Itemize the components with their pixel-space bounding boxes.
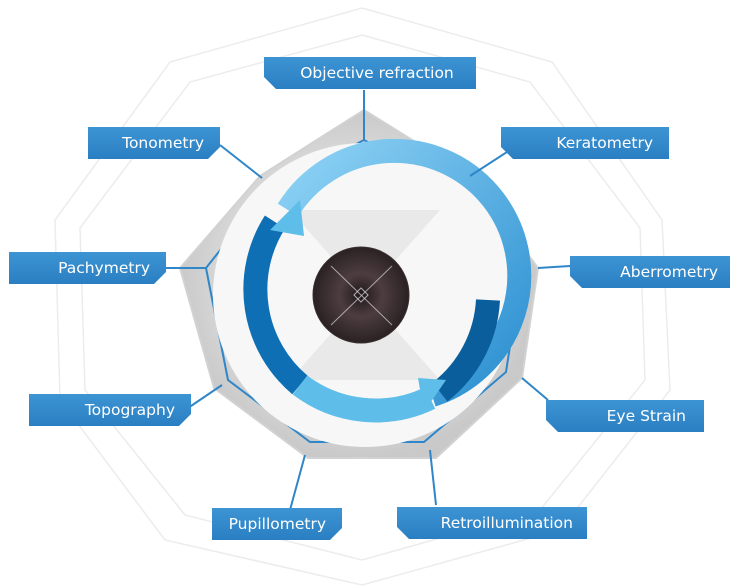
label-retroillumination: Retroillumination — [397, 507, 587, 539]
label-aberrometry-text: Aberrometry — [620, 263, 718, 281]
label-objective-refraction: Objective refraction — [264, 57, 476, 89]
background-web — [54, 7, 671, 586]
label-pachymetry-text: Pachymetry — [58, 259, 150, 277]
eye-icon — [312, 246, 410, 344]
label-keratometry: Keratometry — [501, 127, 669, 159]
label-pupillometry: Pupillometry — [212, 508, 342, 540]
label-keratometry-text: Keratometry — [556, 134, 653, 152]
label-tonometry: Tonometry — [88, 127, 220, 159]
circular-arrows-icon — [243, 138, 532, 423]
label-topography: Topography — [29, 394, 191, 426]
label-pupillometry-text: Pupillometry — [228, 515, 326, 533]
label-eye-strain-text: Eye Strain — [606, 407, 686, 425]
label-retroillumination-text: Retroillumination — [440, 514, 573, 532]
label-topography-text: Topography — [84, 401, 175, 419]
label-objective-refraction-text: Objective refraction — [300, 64, 454, 82]
label-eye-strain: Eye Strain — [546, 400, 704, 432]
connectors — [166, 90, 571, 511]
label-pachymetry: Pachymetry — [9, 252, 166, 284]
label-tonometry-text: Tonometry — [122, 134, 204, 152]
label-aberrometry: Aberrometry — [570, 256, 730, 288]
